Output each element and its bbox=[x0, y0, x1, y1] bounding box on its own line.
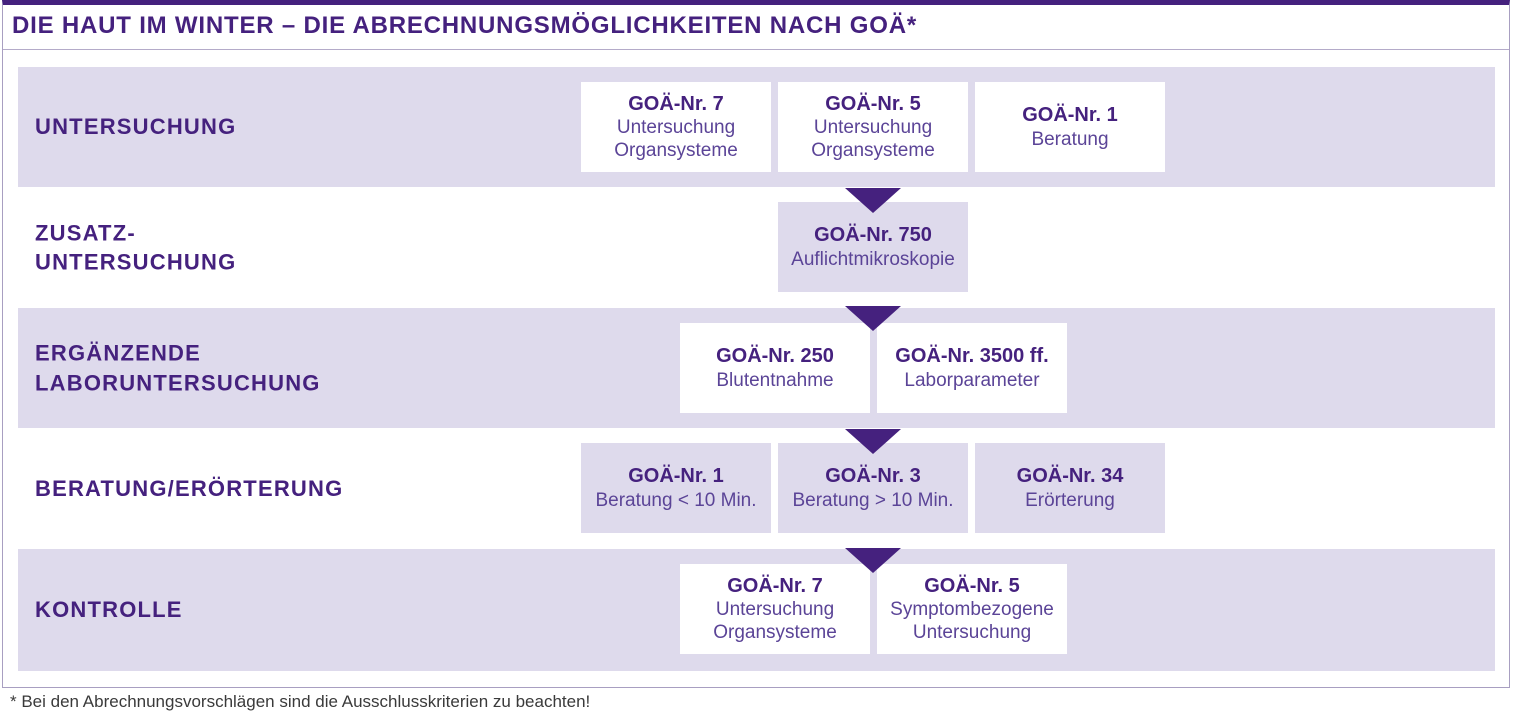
goa-box-number: GOÄ-Nr. 750 bbox=[814, 224, 932, 247]
row-label: KONTROLLE bbox=[35, 597, 183, 623]
goa-box-description: Beratung < 10 Min. bbox=[595, 489, 757, 511]
goa-box-number: GOÄ-Nr. 7 bbox=[628, 92, 724, 115]
row-ergaenzende-laboruntersuchung: ERGÄNZENDE LABORUNTERSUCHUNG GOÄ-Nr. 250… bbox=[18, 308, 1495, 428]
row-label: ERGÄNZENDE LABORUNTERSUCHUNG bbox=[35, 340, 321, 395]
goa-box: GOÄ-Nr. 7 Untersuchung Organsysteme bbox=[680, 564, 870, 654]
goa-box: GOÄ-Nr. 750 Auflichtmikroskopie bbox=[778, 202, 968, 292]
goa-box-number: GOÄ-Nr. 3 bbox=[825, 465, 921, 488]
goa-box: GOÄ-Nr. 34 Erörterung bbox=[975, 443, 1165, 533]
goa-box: GOÄ-Nr. 1 Beratung < 10 Min. bbox=[581, 443, 771, 533]
goa-box-number: GOÄ-Nr. 3500 ff. bbox=[895, 345, 1049, 368]
goa-box: GOÄ-Nr. 5 Untersuchung Organsysteme bbox=[778, 82, 968, 172]
content-frame bbox=[2, 0, 1510, 688]
goa-box: GOÄ-Nr. 7 Untersuchung Organsysteme bbox=[581, 82, 771, 172]
goa-box-description: Beratung bbox=[1031, 128, 1109, 150]
arrow-down-icon bbox=[845, 306, 901, 331]
row-label: BERATUNG/ERÖRTERUNG bbox=[35, 475, 344, 501]
goa-box: GOÄ-Nr. 250 Blutentnahme bbox=[680, 323, 870, 413]
row-beratung-eroerterung: BERATUNG/ERÖRTERUNG GOÄ-Nr. 1 Beratung <… bbox=[18, 428, 1495, 549]
goa-box-description: Beratung > 10 Min. bbox=[792, 489, 954, 511]
footnote: * Bei den Abrechnungsvorschlägen sind di… bbox=[10, 692, 591, 711]
goa-box-number: GOÄ-Nr. 1 bbox=[1022, 104, 1118, 127]
goa-box-description: Untersuchung Organsysteme bbox=[614, 117, 738, 162]
arrow-down-icon bbox=[845, 548, 901, 573]
goa-box: GOÄ-Nr. 5 Symptombezogene Untersuchung bbox=[877, 564, 1067, 654]
arrow-down-icon bbox=[845, 188, 901, 213]
title-divider bbox=[3, 49, 1509, 50]
goa-box-description: Blutentnahme bbox=[716, 369, 834, 391]
goa-box-description: Erörterung bbox=[1025, 489, 1115, 511]
goa-box: GOÄ-Nr. 1 Beratung bbox=[975, 82, 1165, 172]
goa-box-number: GOÄ-Nr. 1 bbox=[628, 465, 724, 488]
goa-box-number: GOÄ-Nr. 5 bbox=[924, 574, 1020, 597]
goa-box: GOÄ-Nr. 3 Beratung > 10 Min. bbox=[778, 443, 968, 533]
goa-box-number: GOÄ-Nr. 5 bbox=[825, 92, 921, 115]
row-zusatzuntersuchung: ZUSATZ- UNTERSUCHUNG GOÄ-Nr. 750 Auflich… bbox=[18, 187, 1495, 308]
goa-box: GOÄ-Nr. 3500 ff. Laborparameter bbox=[877, 323, 1067, 413]
goa-box-description: Auflichtmikroskopie bbox=[791, 248, 955, 270]
row-label: UNTERSUCHUNG bbox=[35, 114, 237, 140]
goa-box-number: GOÄ-Nr. 250 bbox=[716, 345, 834, 368]
goa-box-description: Untersuchung Organsysteme bbox=[811, 117, 935, 162]
goa-box-description: Symptombezogene Untersuchung bbox=[890, 599, 1054, 644]
goa-box-number: GOÄ-Nr. 34 bbox=[1016, 465, 1124, 488]
goa-box-number: GOÄ-Nr. 7 bbox=[727, 574, 823, 597]
row-label: ZUSATZ- UNTERSUCHUNG bbox=[35, 219, 237, 275]
row-untersuchung: UNTERSUCHUNG GOÄ-Nr. 7 Untersuchung Orga… bbox=[18, 67, 1495, 187]
arrow-down-icon bbox=[845, 429, 901, 454]
goa-box-description: Untersuchung Organsysteme bbox=[713, 599, 837, 644]
page-title: DIE HAUT IM WINTER – DIE ABRECHNUNGSMÖGL… bbox=[12, 12, 917, 39]
row-kontrolle: KONTROLLE GOÄ-Nr. 7 Untersuchung Organsy… bbox=[18, 549, 1495, 671]
goa-box-description: Laborparameter bbox=[904, 369, 1040, 391]
